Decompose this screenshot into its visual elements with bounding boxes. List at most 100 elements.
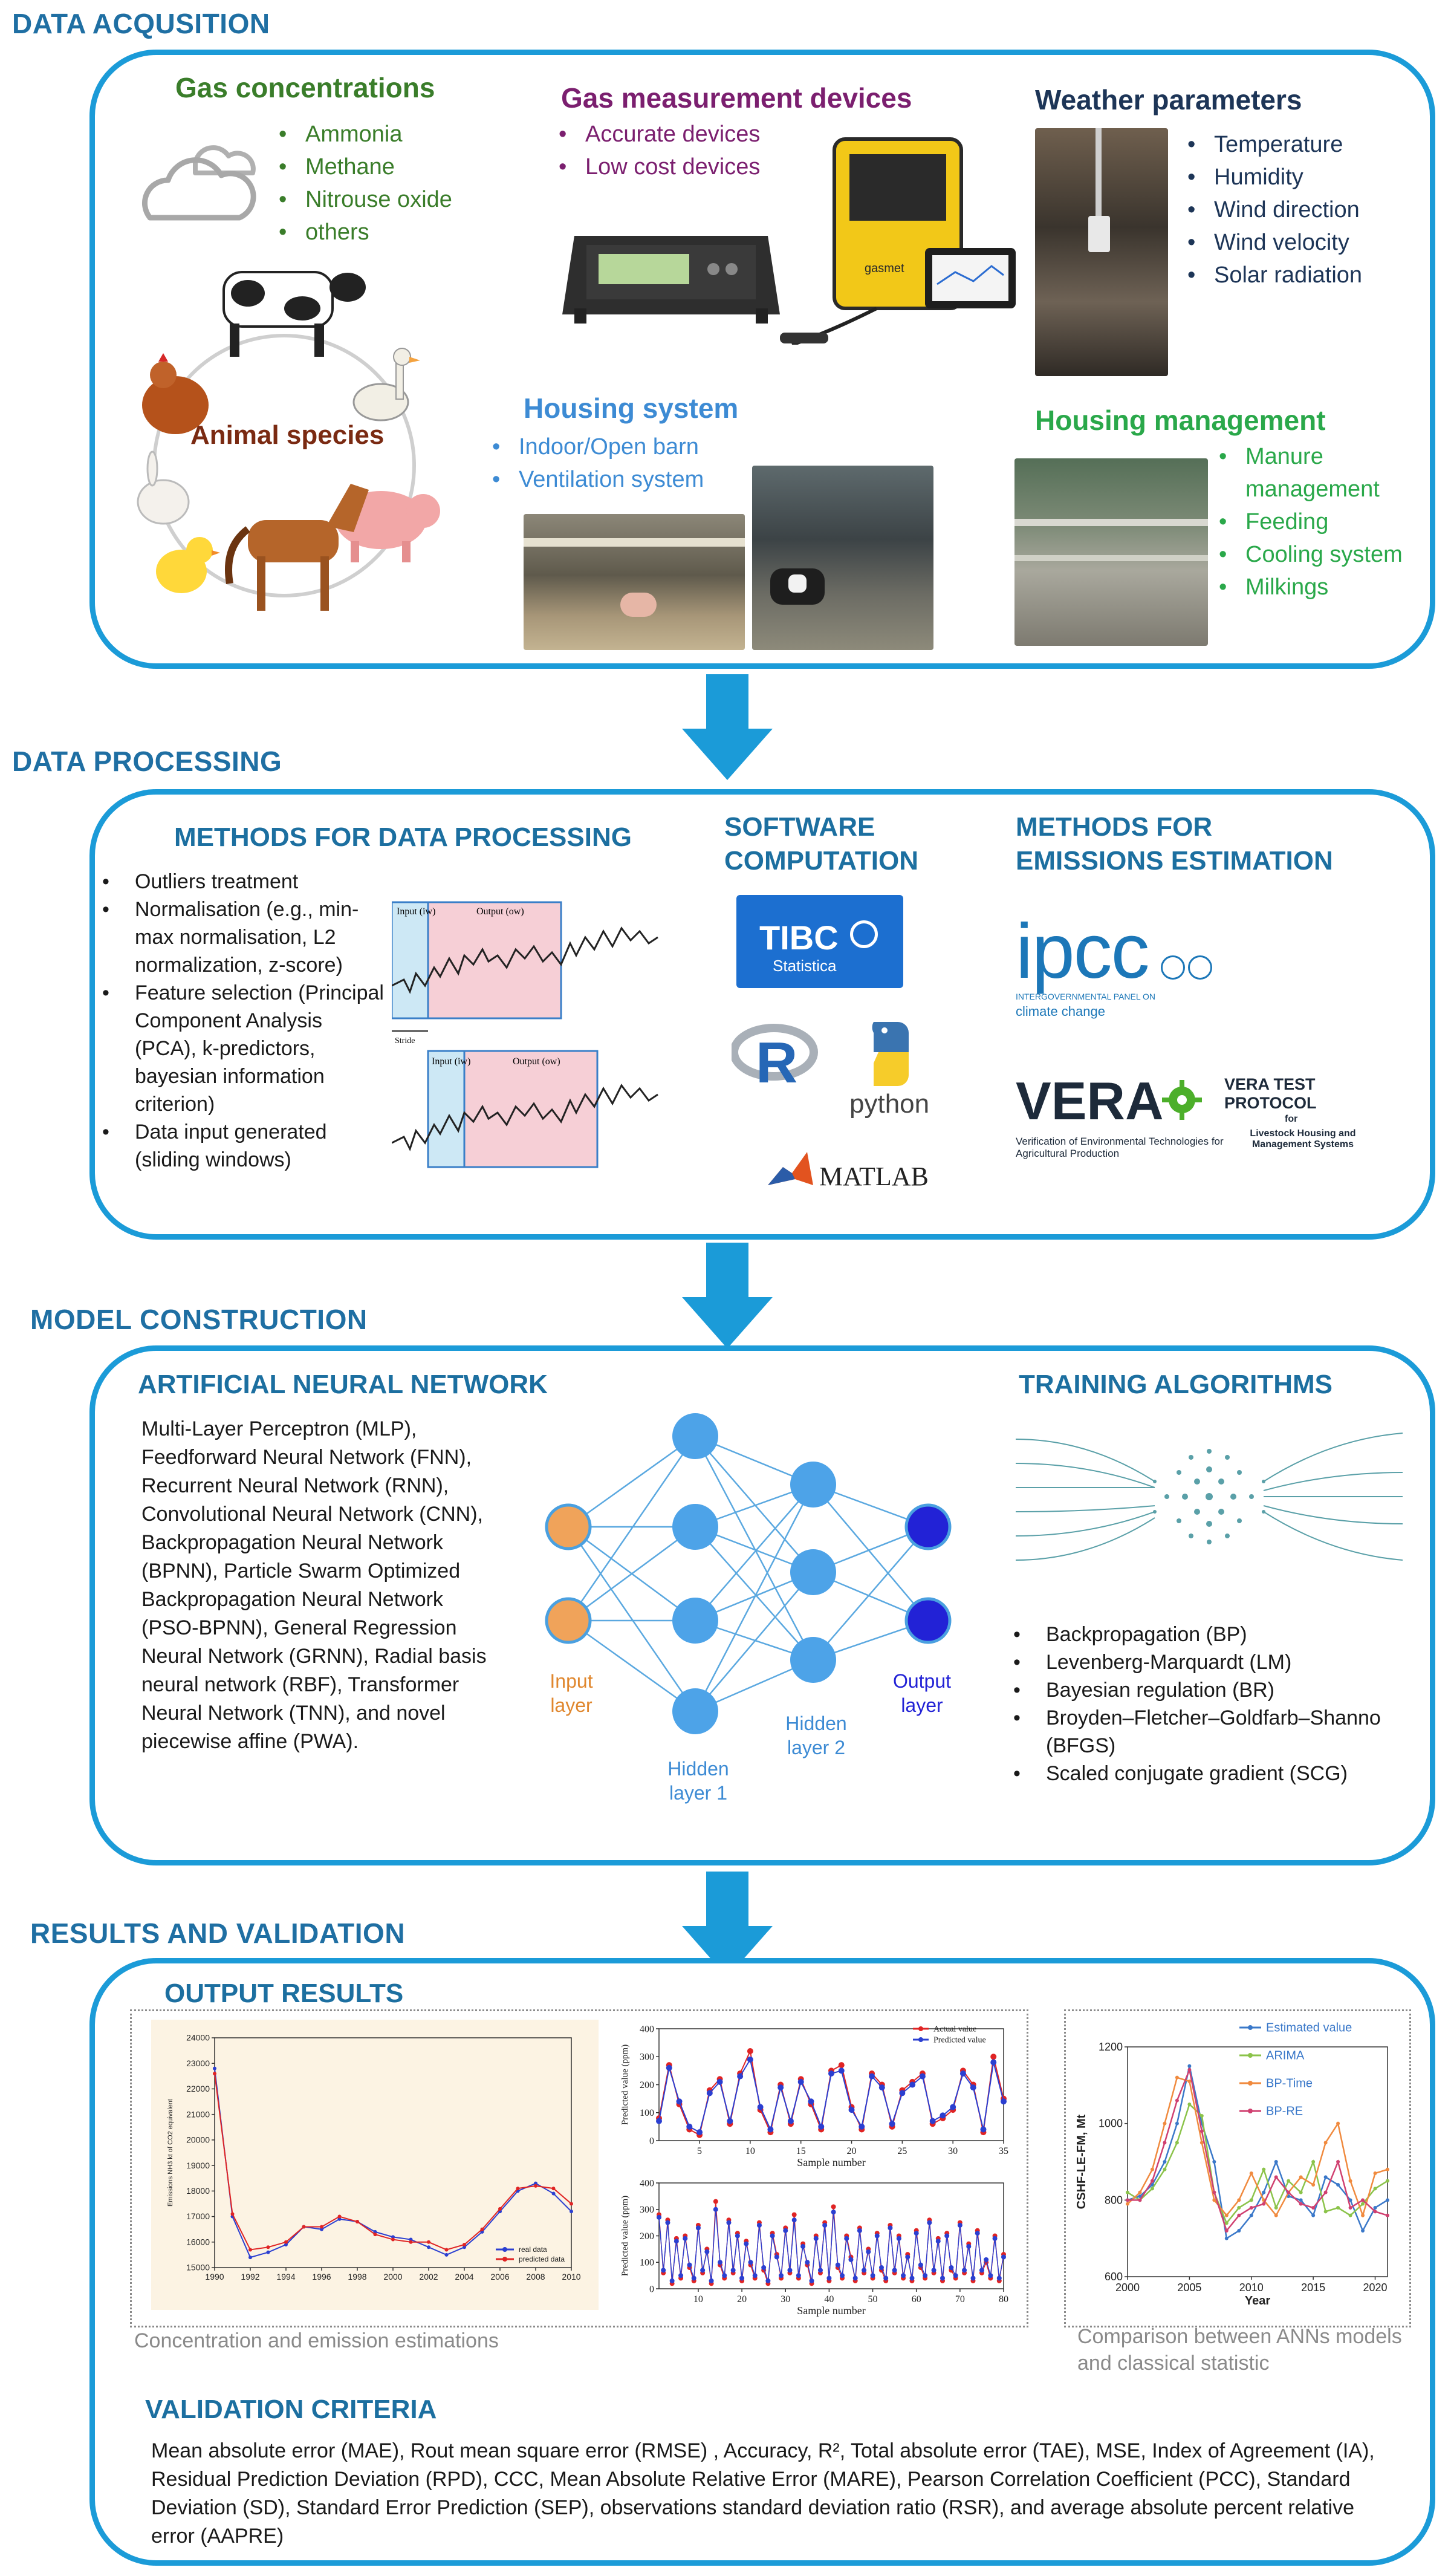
x-tick-label: 20 (737, 2294, 747, 2304)
data-point (1373, 2210, 1377, 2214)
data-point (950, 2104, 956, 2110)
data-point (391, 2237, 395, 2242)
data-point (984, 2257, 989, 2262)
input-layer-label: Input layer (550, 1670, 593, 1716)
data-point (1224, 2229, 1229, 2233)
data-point (1262, 2202, 1266, 2206)
legend-marker (502, 2257, 507, 2262)
data-point (888, 2225, 893, 2231)
housing-item: Ventilation system (489, 463, 704, 496)
data-point (899, 2090, 906, 2096)
data-point (1348, 2198, 1352, 2202)
data-point (1237, 2198, 1241, 2202)
y-tick-label: 22000 (186, 2084, 210, 2093)
x-tick-label: 1990 (205, 2272, 224, 2282)
data-point (373, 2230, 377, 2234)
data-point (975, 2231, 980, 2236)
data-point (757, 2104, 764, 2110)
data-point (857, 2228, 862, 2233)
x-axis-label: Year (1245, 2294, 1270, 2308)
r-logo-text: R (756, 1030, 797, 1094)
chart4-series (1126, 2064, 1389, 2240)
data-point (1274, 2175, 1278, 2179)
section-title-acquisition: DATA ACQUSITION (12, 8, 270, 39)
gas-item: Ammonia (275, 118, 452, 151)
y-tick-label: 18000 (186, 2186, 210, 2196)
data-point (444, 2252, 449, 2257)
down-arrow-icon (682, 1243, 773, 1348)
window-input-label-2: Input (iw) (432, 1056, 470, 1067)
data-point (1373, 2171, 1377, 2175)
data-point (1311, 2206, 1316, 2210)
ipcc-logo-text: ipcc (1016, 908, 1150, 995)
data-point (1249, 2171, 1253, 2175)
data-point (1126, 2202, 1129, 2206)
data-point (747, 2048, 753, 2054)
cloud-icon (141, 145, 256, 221)
tibco-logo: TIBC Statistica (736, 895, 903, 988)
data-point (1138, 2198, 1142, 2202)
software-title-line-1: SOFTWARE (724, 812, 875, 842)
data-point (859, 2123, 865, 2130)
data-point (896, 2236, 901, 2241)
chart3-series (657, 2199, 1006, 2286)
data-point (970, 2275, 976, 2281)
data-point (669, 2278, 675, 2283)
gas-item: others (275, 216, 452, 249)
training-network-illustration (1016, 1433, 1403, 1561)
data-point (918, 2262, 923, 2268)
x-tick-label: 2000 (1115, 2282, 1140, 2294)
weather-item: Temperature (1184, 128, 1362, 161)
data-point (800, 2244, 806, 2249)
window-input-label: Input (iw) (397, 906, 435, 917)
data-point (713, 2207, 718, 2212)
data-point (1150, 2183, 1154, 2187)
data-point (966, 2244, 972, 2249)
methods-processing-title: METHODS FOR DATA PROCESSING (174, 822, 632, 852)
down-arrow-icon (682, 674, 773, 780)
wmo-icon (1161, 955, 1185, 980)
data-point (409, 2240, 413, 2244)
y-tick-label: 16000 (186, 2237, 210, 2246)
section-title-processing: DATA PROCESSING (12, 746, 282, 777)
gas-item: Nitrouse oxide (275, 183, 452, 216)
x-tick-label: 2000 (383, 2272, 402, 2282)
data-point (1361, 2198, 1365, 2202)
series-line (214, 2073, 572, 2251)
data-point (551, 2191, 556, 2196)
vera-sub-text: Verification of Environmental Technologi… (1016, 1136, 1224, 1159)
data-point (889, 2121, 895, 2127)
data-point (744, 2241, 749, 2246)
data-point (828, 2070, 834, 2077)
data-point (1311, 2213, 1316, 2217)
window-output-label: Output (ow) (476, 906, 524, 917)
tibco-sub-text: Statistica (773, 957, 837, 975)
data-point (848, 2257, 854, 2262)
data-point (770, 2233, 775, 2239)
data-point (874, 2233, 880, 2239)
weather-item: Solar radiation (1184, 259, 1362, 291)
y-tick-label: 800 (1105, 2194, 1123, 2206)
data-point (1199, 2141, 1204, 2145)
data-point (1361, 2213, 1365, 2217)
x-axis-label: Sample number (797, 2156, 865, 2168)
output-layer-nodes (904, 1503, 952, 1644)
data-point (678, 2273, 684, 2278)
chart2-series (656, 2048, 1007, 2138)
data-point (761, 2265, 767, 2270)
data-point (1187, 2064, 1192, 2068)
series-line (1127, 2103, 1388, 2225)
weather-item: Humidity (1184, 161, 1362, 194)
x-tick-label: 1992 (241, 2272, 259, 2282)
data-point (1212, 2160, 1216, 2164)
data-point (1199, 2129, 1204, 2133)
data-point (1212, 2198, 1216, 2202)
ipcc-sub-text: INTERGOVERNMENTAL PANEL ON (1016, 992, 1156, 1001)
data-point (756, 2223, 762, 2228)
data-point (944, 2233, 950, 2239)
data-point (767, 2126, 774, 2133)
